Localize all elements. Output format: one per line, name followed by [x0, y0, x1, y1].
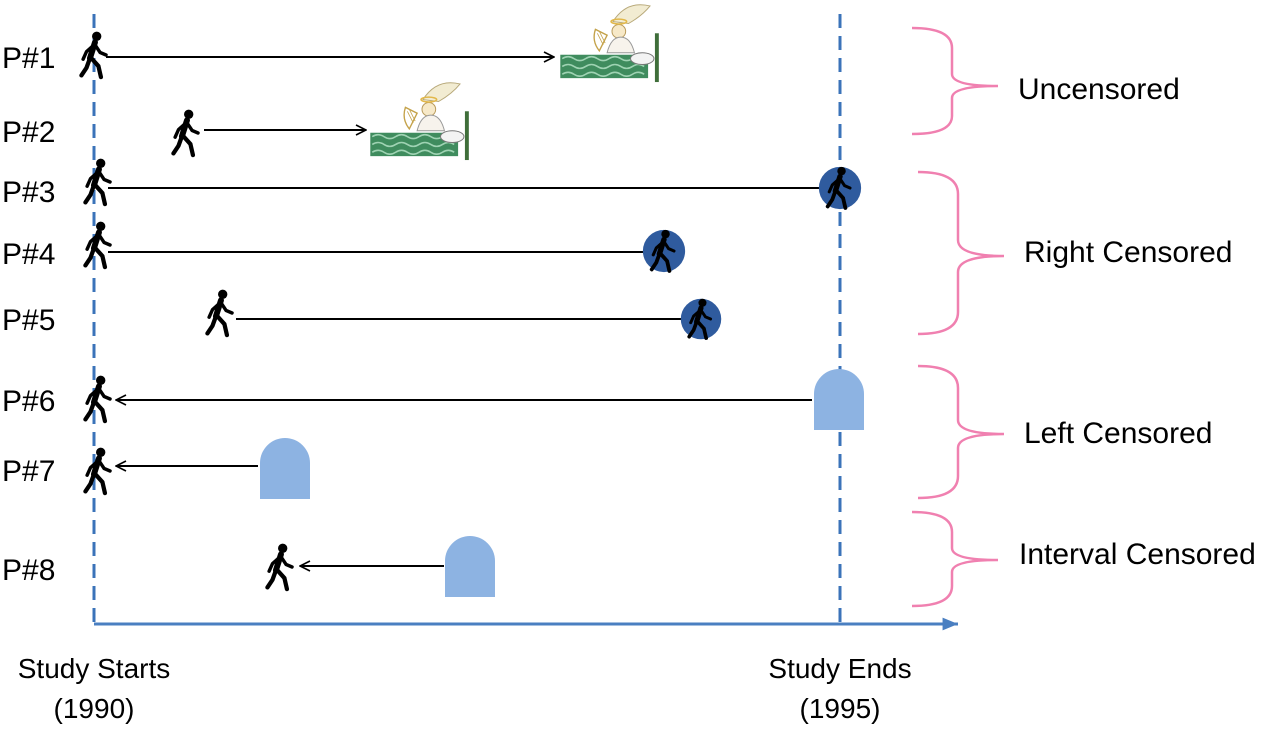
participant-label: P#8: [2, 554, 55, 587]
participant-label: P#1: [2, 42, 55, 75]
participant-row: [85, 159, 861, 209]
group-brace: [917, 170, 1005, 336]
walking-person-icon: [173, 110, 198, 155]
study-start-year: (1990): [54, 693, 135, 724]
group-brace: [917, 364, 1005, 500]
tombstone-icon: [445, 536, 495, 597]
participant-row: [85, 438, 310, 499]
participant-row: [267, 536, 495, 597]
participant-row: [85, 369, 864, 430]
tombstone-icon: [814, 369, 864, 430]
participant-label: P#4: [2, 238, 55, 271]
participant-label: P#5: [2, 304, 55, 337]
participant-label: P#3: [2, 176, 55, 209]
walking-person-icon: [207, 290, 232, 335]
participant-row: [173, 82, 470, 161]
participant-label: P#7: [2, 455, 55, 488]
participant-label: P#2: [2, 116, 55, 149]
angel-in-bed-icon: [559, 4, 660, 83]
group-brace: [911, 26, 999, 136]
study-start-label: Study Starts: [18, 653, 171, 684]
walking-person-icon: [85, 159, 110, 204]
walking-person-circle-icon: [819, 167, 861, 209]
tombstone-icon: [260, 438, 310, 499]
group-label: Interval Censored: [1019, 538, 1256, 571]
group-label: Uncensored: [1018, 73, 1180, 106]
walking-person-icon: [85, 376, 110, 421]
participant-row: [207, 290, 721, 340]
group-brace: [911, 510, 999, 608]
walking-person-icon: [85, 222, 110, 267]
participant-label: P#6: [2, 385, 55, 418]
participant-row: [81, 4, 660, 83]
group-label: Right Censored: [1024, 236, 1232, 269]
walking-person-circle-icon: [643, 230, 685, 272]
participant-row: [85, 222, 685, 272]
study-end-year: (1995): [800, 693, 881, 724]
group-label: Left Censored: [1024, 417, 1212, 450]
study-end-label: Study Ends: [768, 653, 911, 684]
walking-person-icon: [85, 448, 110, 493]
walking-person-circle-icon: [681, 299, 721, 339]
walking-person-icon: [267, 544, 292, 589]
angel-in-bed-icon: [369, 82, 470, 161]
